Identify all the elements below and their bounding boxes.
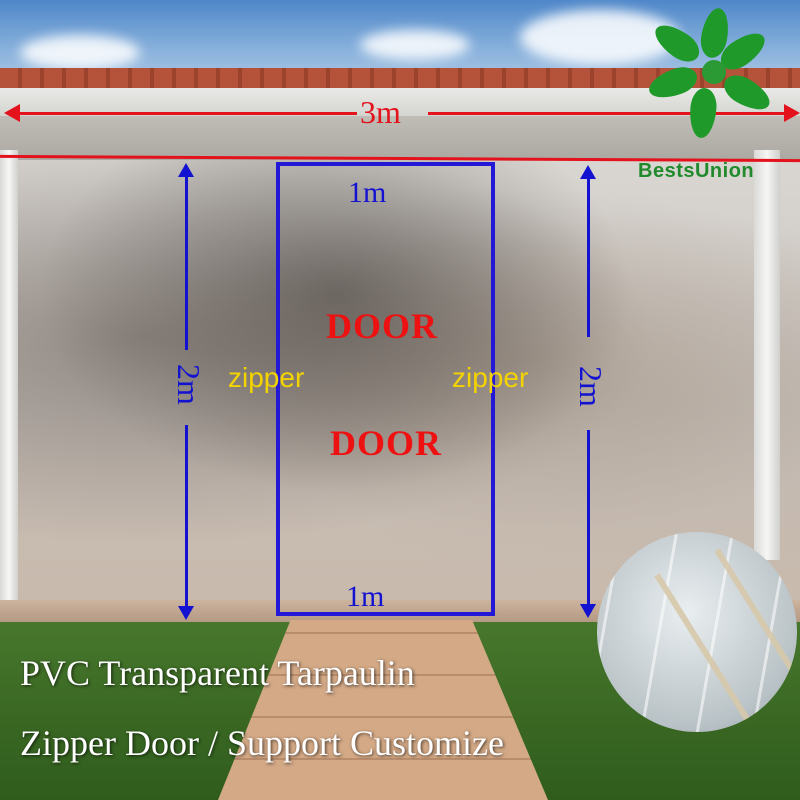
material-closeup-inset (597, 532, 797, 732)
cloud (520, 10, 680, 65)
door-outline (276, 162, 495, 616)
left-height-label: 2m (170, 364, 207, 405)
width-line-left (12, 112, 357, 115)
arrow-down-icon (178, 606, 194, 620)
cloud (360, 30, 470, 60)
arrow-down-icon (580, 604, 596, 618)
brand-logo (645, 6, 780, 158)
arrow-right-icon (784, 104, 800, 122)
right-height-label: 2m (572, 366, 609, 407)
zipper-label-right: zipper (452, 362, 529, 393)
door-label: DOOR (330, 423, 442, 463)
caption-line1: PVC Transparent Tarpaulin (20, 653, 415, 693)
door-label: DOOR (326, 306, 438, 346)
height-line-left (185, 425, 188, 613)
width-label: 3m (360, 94, 401, 130)
door-top-width-label: 1m (348, 176, 387, 209)
width-line-right (428, 112, 794, 115)
right-post (754, 150, 780, 560)
left-post (0, 150, 18, 600)
arrow-up-icon (178, 163, 194, 177)
leaf-icon (718, 69, 776, 117)
door-bottom-width-label: 1m (346, 580, 385, 613)
leaf-icon (649, 18, 705, 68)
roof-tiles (0, 68, 800, 90)
caption-line2: Zipper Door / Support Customize (20, 723, 504, 763)
leaf-icon (687, 86, 719, 140)
arrow-up-icon (580, 165, 596, 179)
logo-center (702, 60, 726, 84)
brand-name: BestsUnion (638, 160, 755, 182)
transparent-tarpaulin-wall (0, 160, 800, 605)
height-line-right (587, 430, 590, 610)
cloud (20, 35, 140, 70)
arrow-left-icon (4, 104, 20, 122)
zipper-label-left: zipper (228, 362, 305, 393)
height-line-right (587, 172, 590, 337)
height-line-left (185, 170, 188, 350)
